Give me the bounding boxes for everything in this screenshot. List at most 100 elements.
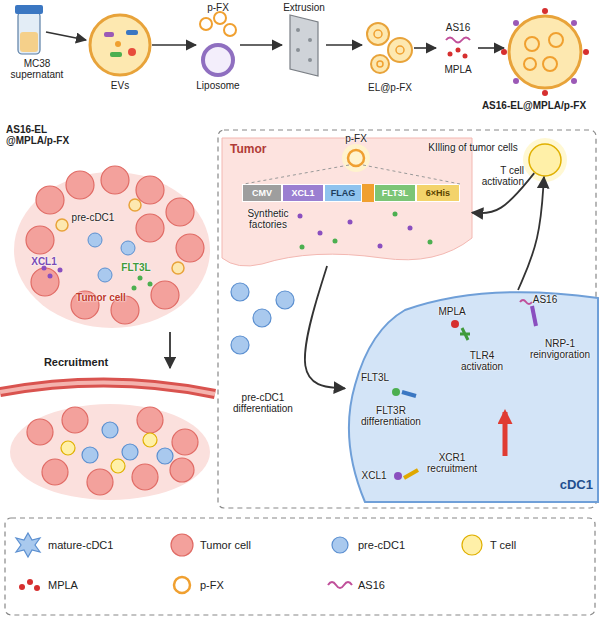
- gene-segment: XCL1: [282, 184, 324, 202]
- adjuvant-dot: [456, 48, 461, 53]
- cdc1-cell-outline: [345, 290, 598, 502]
- pre-cdc1-cell: [231, 283, 294, 354]
- tumor-mass: [62, 407, 88, 433]
- sample-tube: [20, 32, 38, 52]
- hybrid-particle: [396, 46, 404, 54]
- final-nanoparticle: [571, 78, 577, 84]
- xcr1-receptor: [404, 470, 418, 478]
- tumor-mass: [157, 448, 173, 464]
- tumor-mass: [31, 268, 59, 296]
- gene-segment: CMV: [242, 184, 282, 202]
- ligand-dot: [392, 388, 400, 396]
- pre-cdc1-cell: [231, 283, 249, 301]
- hybrid-particle: [374, 30, 382, 38]
- tumor-mass: [66, 171, 94, 199]
- tumor-mass: [172, 429, 198, 455]
- final-nanoparticle: [501, 49, 507, 55]
- tumor-mass: [27, 407, 198, 495]
- plasmid-icon: [348, 150, 364, 166]
- legend-icon: [332, 537, 348, 553]
- adjuvant-dot: [451, 320, 459, 328]
- plasmid-ring: [214, 12, 226, 24]
- legend-text: MPLA: [48, 579, 78, 591]
- secreted-factor: [393, 212, 398, 217]
- final-nanoparticle: [513, 78, 519, 84]
- legend-icon: [19, 584, 25, 590]
- ev-vesicle: [126, 30, 138, 35]
- legend-text: AS16: [358, 579, 385, 591]
- secreted-factor: [428, 240, 433, 245]
- legend-icon: [328, 582, 352, 588]
- node-title: Tumor: [230, 143, 290, 156]
- annotation-label: XCL1: [28, 256, 60, 267]
- final-nanoparticle: [524, 58, 536, 70]
- ligand-dot: [394, 472, 402, 480]
- peptide-squiggle: [446, 38, 470, 43]
- tumor-mass: [87, 469, 113, 495]
- ev-vesicle: [128, 48, 136, 56]
- tumor-mass: [137, 407, 163, 433]
- legend-text: T cell: [490, 539, 516, 551]
- node-title: T cell activation: [470, 165, 524, 187]
- tumor-mass: [170, 458, 194, 482]
- secreted-factor: [300, 212, 433, 250]
- tumor-mass: [136, 176, 164, 204]
- legend-icon: [27, 579, 33, 585]
- legend-icon: [19, 579, 40, 591]
- tumor-mass: [42, 266, 47, 271]
- ev-vesicle: [104, 32, 114, 37]
- pre-cdc1-cell: [231, 336, 249, 354]
- tumor-mass: [14, 172, 210, 328]
- tumor-mass: [121, 241, 135, 255]
- tumor-mass: [88, 233, 102, 247]
- sample-tube: [15, 5, 43, 14]
- process-arrow: [46, 32, 86, 40]
- secreted-factor: [298, 214, 303, 219]
- annotation-label: AS16-EL@MPLA/p-FX: [468, 100, 600, 111]
- liposome: [203, 45, 233, 75]
- hybrid-particle: [367, 23, 389, 45]
- tumor-mass: [132, 464, 158, 490]
- segment-label: FLAG: [325, 188, 361, 199]
- legend-text: pre-cDC1: [358, 539, 405, 551]
- final-nanoparticle: [501, 8, 589, 96]
- tumor-mass: [42, 266, 63, 279]
- annotation-label: AS16-EL @MPLA/p-FX: [6, 124, 82, 146]
- ev-vesicle: [110, 52, 122, 57]
- tumor-mass: [56, 219, 68, 231]
- annotation-label: FLT3L: [118, 262, 154, 273]
- peptide-squiggle: [520, 300, 532, 304]
- plasmid-icon: [244, 144, 460, 184]
- tumor-mass: [102, 422, 118, 438]
- segment-label: 6×His: [417, 188, 459, 199]
- plasmid-ring: [200, 12, 236, 36]
- final-nanoparticle: [549, 33, 563, 47]
- process-arrow: [326, 44, 362, 46]
- process-arrow: [240, 44, 282, 46]
- process-arrow: [478, 47, 504, 49]
- hybrid-particle: [388, 38, 412, 62]
- annotation-label: AS16: [440, 22, 476, 33]
- hybrid-particle: [367, 23, 412, 73]
- annotation-label: Tumor cell: [70, 292, 132, 303]
- final-nanoparticle: [513, 20, 519, 26]
- extrusion-filter: [290, 15, 318, 76]
- node-title: cDC1: [541, 478, 593, 492]
- legend-text: mature-cDC1: [48, 539, 113, 551]
- tumor-mass: [132, 276, 153, 291]
- secreted-factor: [318, 231, 323, 236]
- cdc1-cell-outline: [349, 292, 598, 502]
- plasmid-icon: [342, 144, 370, 172]
- pre-cdc1-cell: [276, 291, 294, 309]
- tumor-mass: [10, 404, 210, 500]
- ev-vesicle: [115, 41, 121, 47]
- legend-icon: [174, 577, 190, 593]
- annotation-label: Recruitment: [40, 356, 112, 368]
- secreted-factor: [408, 226, 413, 231]
- t-cell-circle-outline: [528, 143, 562, 177]
- extrusion-filter: [290, 15, 318, 76]
- adjuvant-dot: [448, 48, 468, 59]
- final-nanoparticle: [583, 49, 589, 55]
- flow-arrow: [169, 332, 171, 368]
- legend-icon: [34, 585, 40, 591]
